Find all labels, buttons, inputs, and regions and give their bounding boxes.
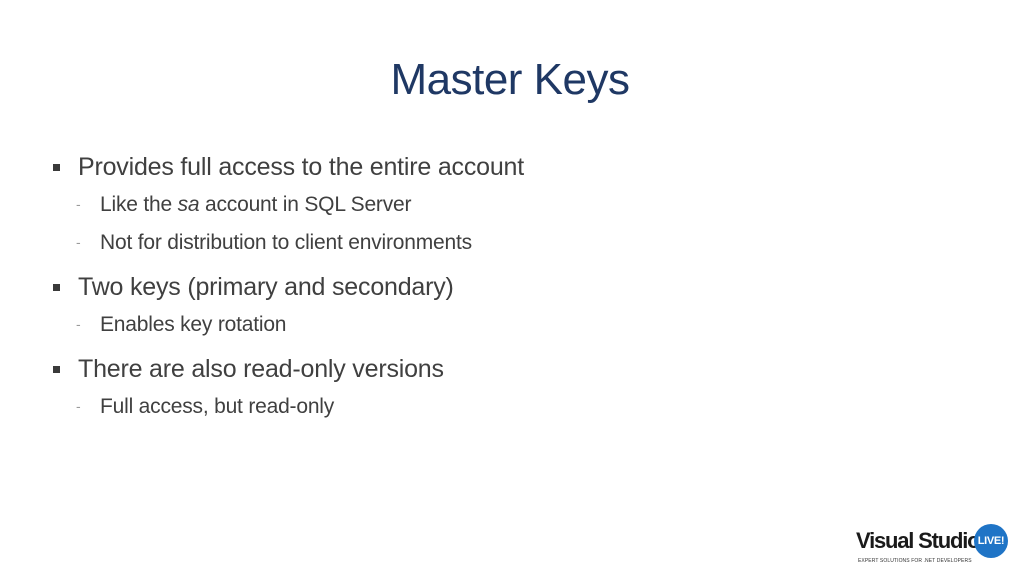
sub-bullet-text: Enables key rotation bbox=[100, 313, 287, 336]
bullet-row: There are also read-only versions bbox=[52, 350, 812, 388]
bullet-text: Provides full access to the entire accou… bbox=[78, 152, 525, 181]
bullet-text: There are also read-only versions bbox=[78, 354, 444, 383]
square-bullet-icon bbox=[53, 365, 60, 373]
bullet-item: Provides full access to the entire accou… bbox=[52, 148, 812, 262]
visual-studio-live-logo: Visual Studio LIVE! EXPERT SOLUTIONS FOR… bbox=[856, 524, 1008, 564]
dash-bullet-icon: - bbox=[76, 196, 81, 212]
sub-bullet-text-suffix: account in SQL Server bbox=[199, 193, 412, 216]
bullet-item: There are also read-only versions - Full… bbox=[52, 350, 812, 426]
sub-bullet-text: Like the sa account in SQL Server bbox=[100, 193, 412, 217]
sub-bullet-text: Not for distribution to client environme… bbox=[100, 231, 472, 254]
sub-bullet-text-prefix: Like the bbox=[100, 193, 178, 216]
bullet-row: Two keys (primary and secondary) bbox=[52, 268, 812, 306]
logo-tagline: EXPERT SOLUTIONS FOR .NET DEVELOPERS bbox=[858, 558, 972, 564]
bullet-item: Two keys (primary and secondary) - Enabl… bbox=[52, 268, 812, 344]
sub-bullet-item: - Full access, but read-only bbox=[52, 388, 812, 426]
bullet-row: Provides full access to the entire accou… bbox=[52, 148, 812, 186]
sub-bullet-text: Full access, but read-only bbox=[100, 395, 335, 418]
sub-bullet-item: - Like the sa account in SQL Server bbox=[52, 186, 812, 224]
dash-bullet-icon: - bbox=[76, 398, 81, 414]
sub-bullet-text-emphasis: sa bbox=[177, 193, 200, 216]
sub-bullet-item: - Not for distribution to client environ… bbox=[52, 224, 812, 262]
sub-bullet-item: - Enables key rotation bbox=[52, 306, 812, 344]
square-bullet-icon bbox=[53, 283, 60, 291]
dash-bullet-icon: - bbox=[76, 234, 81, 250]
logo-badge: LIVE! bbox=[974, 524, 1008, 558]
square-bullet-icon bbox=[53, 163, 60, 171]
dash-bullet-icon: - bbox=[76, 316, 81, 332]
bullet-list: Provides full access to the entire accou… bbox=[52, 148, 812, 426]
slide-title: Master Keys bbox=[390, 55, 630, 104]
bullet-text: Two keys (primary and secondary) bbox=[78, 272, 454, 301]
logo-name: Visual Studio bbox=[856, 528, 981, 553]
